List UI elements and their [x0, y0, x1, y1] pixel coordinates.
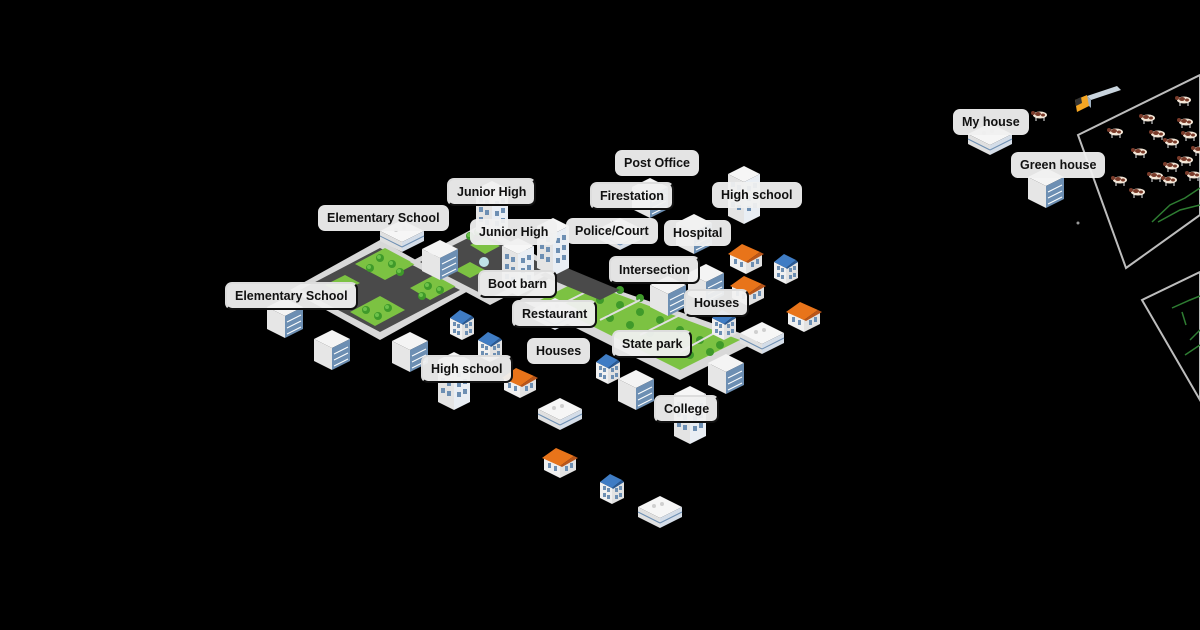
- label-houses-2[interactable]: Houses: [527, 338, 591, 364]
- label-junior-high[interactable]: Junior High: [447, 178, 537, 206]
- label-junior-high-2[interactable]: Junior High: [470, 219, 558, 245]
- cattle-herd: [1106, 95, 1200, 199]
- label-hospital[interactable]: Hospital: [664, 220, 732, 246]
- label-elementary-school-2[interactable]: Elementary School: [225, 282, 358, 310]
- label-green-house[interactable]: Green house: [1011, 152, 1106, 178]
- label-elementary-school[interactable]: Elementary School: [318, 205, 449, 231]
- label-post-office[interactable]: Post Office: [615, 150, 699, 176]
- east-farm-area: [967, 73, 1200, 402]
- truck-icon: [1075, 86, 1121, 112]
- label-police-court[interactable]: Police/Court: [566, 218, 658, 244]
- label-high-school[interactable]: High school: [712, 182, 802, 208]
- label-intersection[interactable]: Intersection: [609, 256, 700, 284]
- label-college[interactable]: College: [654, 395, 720, 423]
- label-my-house[interactable]: My house: [953, 109, 1029, 135]
- label-high-school-2[interactable]: High school: [421, 355, 513, 383]
- label-restaurant[interactable]: Restaurant: [512, 300, 598, 328]
- label-houses[interactable]: Houses: [684, 289, 750, 317]
- label-firestation[interactable]: Firestation: [590, 182, 674, 210]
- label-boot-barn[interactable]: Boot barn: [478, 270, 558, 298]
- label-state-park[interactable]: State park: [612, 330, 693, 358]
